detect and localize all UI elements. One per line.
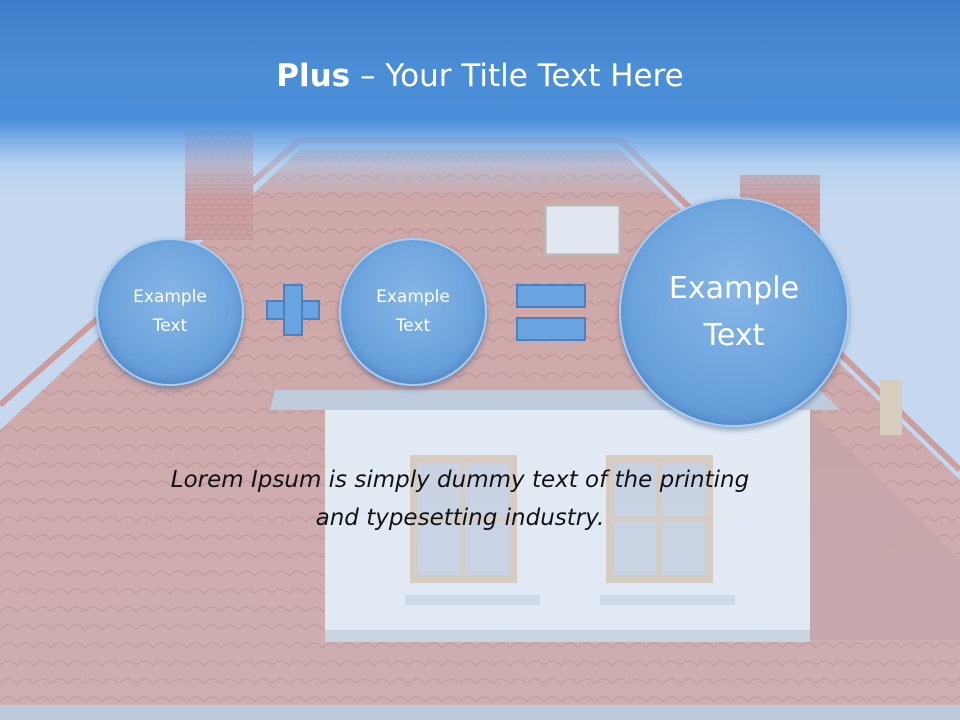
result-line2: Text: [703, 318, 765, 353]
result-circle[interactable]: Example Text: [619, 197, 849, 427]
left-operand-text: Example Text: [98, 283, 242, 341]
body-text-line2: and typesetting industry.: [315, 505, 605, 531]
body-text-box[interactable]: Lorem Ipsum is simply dummy text of the …: [100, 461, 820, 537]
header-band: [0, 0, 960, 200]
left-operand-line2: Text: [152, 316, 188, 336]
middle-operand-line2: Text: [395, 316, 431, 336]
left-operand-circle[interactable]: Example Text: [96, 238, 244, 386]
middle-operand-circle[interactable]: Example Text: [339, 238, 487, 386]
body-text-line1: Lorem Ipsum is simply dummy text of the …: [170, 467, 750, 493]
title-bold-part: Plus: [276, 58, 351, 94]
middle-operand-text: Example Text: [341, 283, 485, 341]
slide-title[interactable]: Plus – Your Title Text Here: [0, 52, 960, 100]
title-rest-part: – Your Title Text Here: [350, 58, 684, 94]
middle-operand-line1: Example: [376, 287, 450, 307]
result-text: Example Text: [621, 265, 847, 359]
result-line1: Example: [668, 271, 800, 306]
left-operand-line1: Example: [133, 287, 207, 307]
